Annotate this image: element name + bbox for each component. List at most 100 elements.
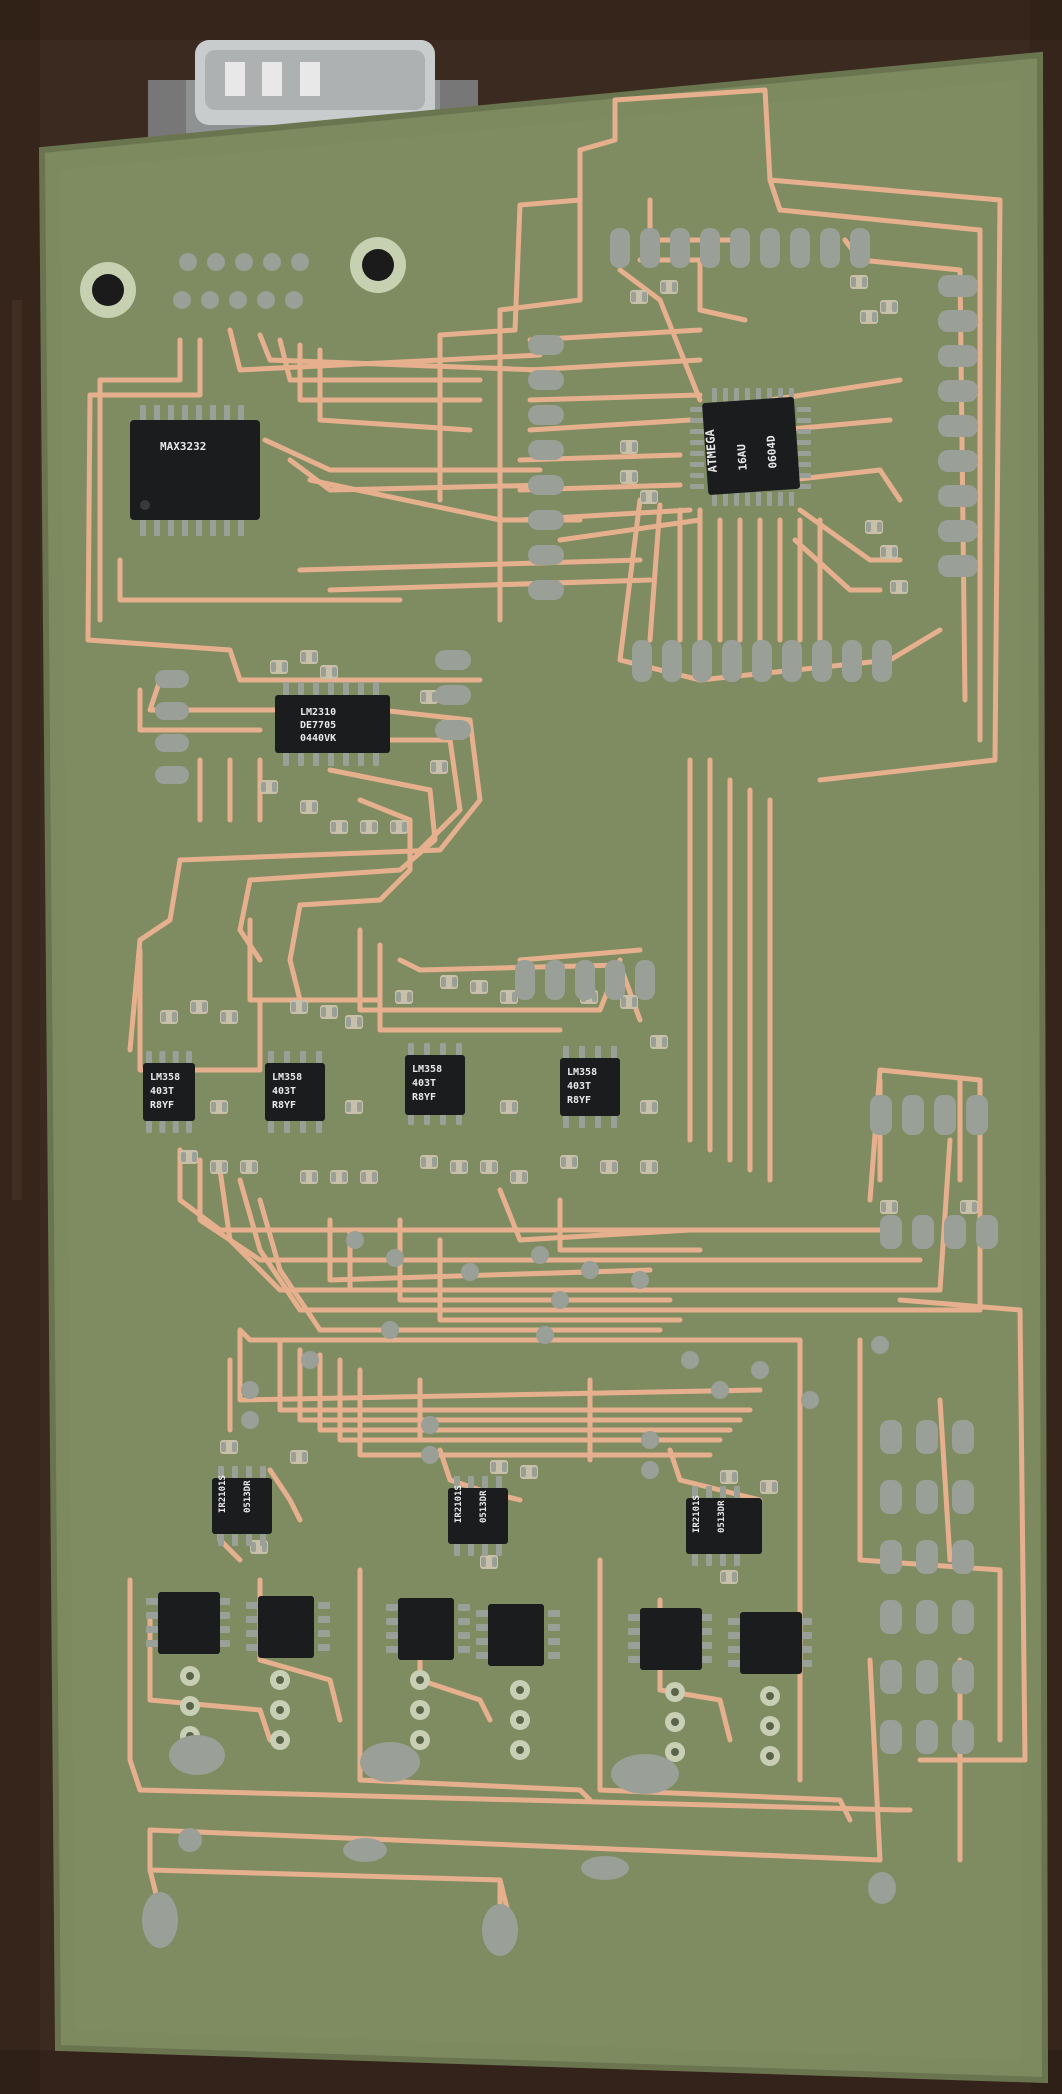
pad xyxy=(386,1646,398,1653)
opamp1-line2: 403T xyxy=(150,1086,174,1097)
pad xyxy=(621,442,626,452)
pad xyxy=(938,310,978,332)
pad xyxy=(662,640,682,682)
via xyxy=(751,1361,769,1379)
pad xyxy=(192,1152,197,1162)
pad xyxy=(451,1162,456,1172)
via xyxy=(346,1231,364,1249)
pad xyxy=(210,520,216,536)
pad xyxy=(662,1037,667,1047)
pad xyxy=(332,667,337,677)
via xyxy=(641,1461,659,1479)
opamp4-line3: R8YF xyxy=(567,1095,591,1106)
pad xyxy=(728,1632,740,1639)
via xyxy=(801,1391,819,1409)
via xyxy=(416,1706,424,1714)
via xyxy=(186,1672,194,1680)
pad xyxy=(952,1540,974,1574)
pad xyxy=(468,1544,474,1556)
pad xyxy=(797,462,811,467)
pad xyxy=(528,440,564,460)
pad xyxy=(346,1102,351,1112)
pad xyxy=(343,682,349,696)
pad xyxy=(268,1051,274,1063)
pad xyxy=(501,992,506,1002)
pad xyxy=(218,1612,230,1619)
pad xyxy=(168,405,174,421)
pad xyxy=(284,1051,290,1063)
pad xyxy=(146,1598,158,1605)
lm2-ic-line3: 0440VK xyxy=(300,733,336,744)
pad xyxy=(252,1162,257,1172)
solder-blobs xyxy=(142,1735,896,1956)
pad xyxy=(712,388,717,402)
pad xyxy=(892,1202,897,1212)
pad xyxy=(621,472,626,482)
pad xyxy=(881,302,886,312)
pad xyxy=(575,960,595,1000)
pad xyxy=(797,440,811,445)
pad xyxy=(690,418,704,423)
pad xyxy=(700,1614,712,1621)
pad xyxy=(302,1452,307,1462)
pad xyxy=(548,1610,560,1617)
pad xyxy=(611,1116,617,1128)
pad xyxy=(501,1102,506,1112)
via xyxy=(291,253,309,271)
pad xyxy=(357,1102,362,1112)
pad xyxy=(595,1046,601,1058)
interface-ic: MAX3232 xyxy=(130,420,260,520)
pad xyxy=(528,510,564,530)
pad xyxy=(670,228,690,268)
pad xyxy=(880,1420,902,1454)
pad xyxy=(440,1043,446,1055)
opamp-ic-3: LM358 403T R8YF xyxy=(405,1055,465,1115)
pad xyxy=(545,960,565,1000)
via xyxy=(241,1381,259,1399)
pad xyxy=(532,1467,537,1477)
pad xyxy=(628,1656,640,1663)
pad xyxy=(628,1642,640,1649)
pad xyxy=(154,405,160,421)
pad xyxy=(892,302,897,312)
pad xyxy=(635,960,655,1000)
pad xyxy=(752,640,772,682)
pad xyxy=(146,1626,158,1633)
pad xyxy=(880,1215,902,1249)
pad xyxy=(452,977,457,987)
pad xyxy=(690,429,704,434)
pad xyxy=(966,1095,988,1135)
pad xyxy=(159,1051,166,1063)
pad xyxy=(482,982,487,992)
pad xyxy=(515,960,535,1000)
pad xyxy=(146,1640,158,1647)
pad xyxy=(291,1002,296,1012)
via xyxy=(386,1249,404,1267)
pad xyxy=(902,582,907,592)
pad xyxy=(880,1720,902,1754)
via xyxy=(263,253,281,271)
pad xyxy=(318,1644,330,1651)
pad xyxy=(706,1486,712,1498)
pad xyxy=(232,1442,237,1452)
pad xyxy=(246,1534,252,1546)
pad xyxy=(481,1557,486,1567)
pad xyxy=(706,1554,712,1566)
driver2-line2: 0513DR xyxy=(479,1490,489,1523)
pad xyxy=(154,520,160,536)
pad xyxy=(797,473,811,478)
pad xyxy=(246,1630,258,1637)
pad xyxy=(916,1660,938,1694)
pad xyxy=(302,1002,307,1012)
pad xyxy=(521,1467,526,1477)
pad xyxy=(892,547,897,557)
via xyxy=(201,291,219,309)
pad xyxy=(502,1462,507,1472)
via xyxy=(285,291,303,309)
pad xyxy=(938,520,978,542)
pad xyxy=(800,1618,812,1625)
pad xyxy=(456,1113,462,1125)
pad xyxy=(318,1630,330,1637)
pad xyxy=(312,802,317,812)
